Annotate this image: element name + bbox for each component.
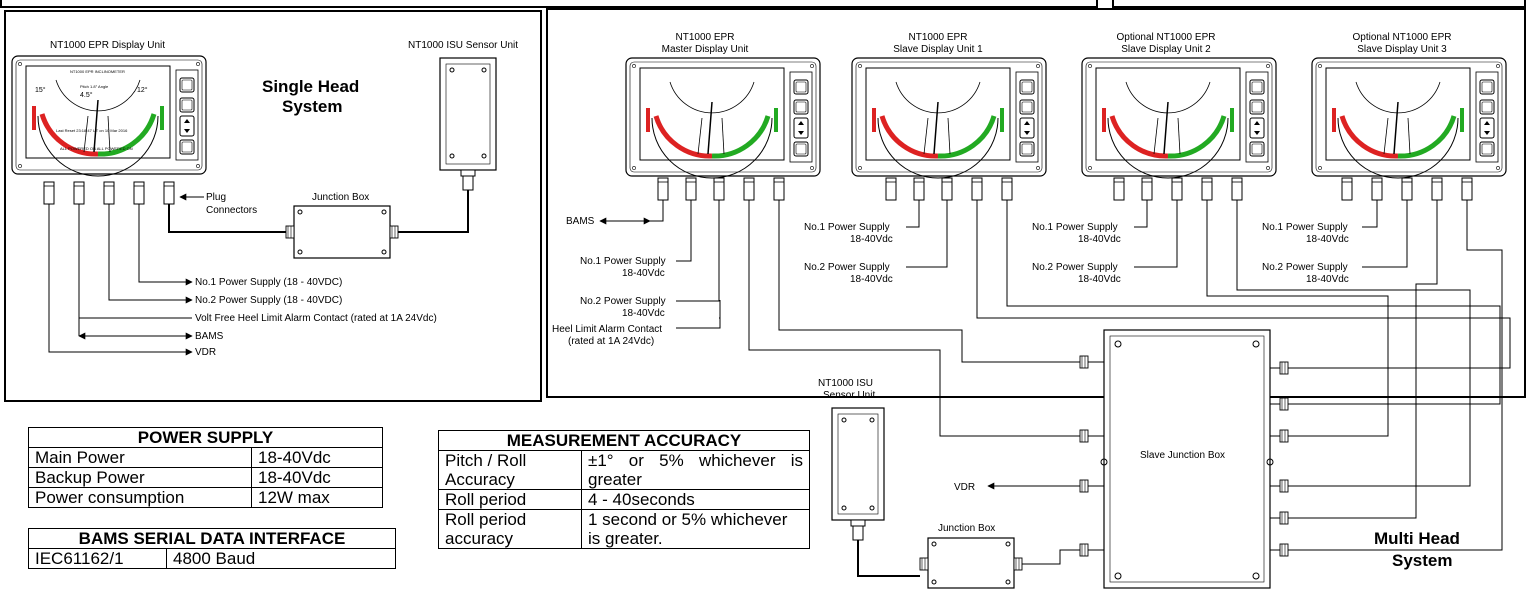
single-display-title: NT1000 EPR Display Unit	[50, 40, 165, 51]
multi-display-slave-2	[1082, 58, 1276, 178]
table-cell: Backup Power	[28, 467, 252, 488]
multi-s3-p1-volt: 18-40Vdc	[1306, 234, 1349, 245]
table-cell: IEC61162/1	[28, 548, 167, 569]
table-cell: 18-40Vdc	[251, 467, 383, 488]
multi-unit-1-title: NT1000 EPR	[676, 32, 735, 43]
multi-heel-label: Heel Limit Alarm Contact	[552, 324, 662, 335]
multi-unit-3-subtitle: Slave Display Unit 2	[1121, 44, 1211, 55]
multi-s2-p2: No.2 Power Supply	[1032, 262, 1118, 273]
multi-master-p1: No.1 Power Supply	[580, 256, 666, 267]
face-footer: ALL POWERED ON ALL POWERED ON	[60, 146, 133, 151]
multi-master-p1-volt: 18-40Vdc	[622, 268, 665, 279]
multi-display-slave-3	[1312, 58, 1506, 178]
plug-connectors-label: Plug	[206, 192, 226, 203]
table-cell: 12W max	[251, 487, 383, 508]
power-supply-title: POWER SUPPLY	[28, 427, 383, 448]
table-row: Pitch / Roll Accuracy±1° or 5% whichever…	[438, 450, 810, 490]
multi-s2-p2-volt: 18-40Vdc	[1078, 274, 1121, 285]
multi-system-label: Multi Head	[1374, 529, 1460, 548]
multi-unit-1-subtitle: Master Display Unit	[662, 44, 749, 55]
single-conn-power2: No.2 Power Supply (18 - 40VDC)	[195, 295, 342, 306]
single-sensor-title: NT1000 ISU Sensor Unit	[408, 40, 518, 51]
multi-s3-p1: No.1 Power Supply	[1262, 222, 1348, 233]
slave-junction-label: Slave Junction Box	[1140, 450, 1225, 461]
multi-s1-p2-volt: 18-40Vdc	[850, 274, 893, 285]
multi-junction-box	[927, 537, 1015, 589]
plug-connectors-label-2: Connectors	[206, 205, 257, 216]
single-sensor-unit	[439, 57, 497, 171]
multi-unit-3-title: Optional NT1000 EPR	[1117, 32, 1216, 43]
table-cell: 1 second or 5% whichever is greater.	[581, 509, 810, 549]
table-cell: Roll period accuracy	[438, 509, 582, 549]
single-system-label: Single Head	[262, 77, 359, 96]
multi-vdr-label: VDR	[954, 482, 975, 493]
multi-bams-label: BAMS	[566, 216, 595, 227]
multi-master-p2: No.2 Power Supply	[580, 296, 666, 307]
single-conn-vdr: VDR	[195, 347, 216, 358]
multi-isu-subtitle: Sensor Unit	[823, 390, 875, 401]
multi-heel-label-2: (rated at 1A 24Vdc)	[568, 336, 654, 347]
single-conn-alarm: Volt Free Heel Limit Alarm Contact (rate…	[195, 313, 437, 324]
slave-junction-box	[1103, 329, 1271, 589]
table-cell: Roll period	[438, 489, 582, 510]
single-conn-bams: BAMS	[195, 331, 224, 342]
single-display-face: NT1000 EPR INCLINOMETER Pitch 1.8° Angle…	[35, 69, 148, 151]
multi-unit-4-title: Optional NT1000 EPR	[1353, 32, 1452, 43]
single-junction-label: Junction Box	[312, 192, 369, 203]
multi-isu-title: NT1000 ISU	[818, 378, 873, 389]
single-display-unit	[12, 56, 206, 176]
multi-s3-p2: No.2 Power Supply	[1262, 262, 1348, 273]
face-last-reset: Last Reset 23:18:47 UT on 10 Mar 2016	[56, 128, 128, 133]
top-frame-left	[0, 0, 1098, 8]
multi-unit-4-subtitle: Slave Display Unit 3	[1357, 44, 1447, 55]
table-cell: ±1° or 5% whichever is greater	[581, 450, 810, 490]
face-brand: NT1000 EPR INCLINOMETER	[70, 69, 125, 74]
multi-display-slave-1	[852, 58, 1046, 178]
multi-master-p2-volt: 18-40Vdc	[622, 308, 665, 319]
multi-s3-p2-volt: 18-40Vdc	[1306, 274, 1349, 285]
measurement-accuracy-table: MEASUREMENT ACCURACY Pitch / Roll Accura…	[438, 430, 810, 549]
multi-s1-p1: No.1 Power Supply	[804, 222, 890, 233]
face-pitch: Pitch 1.8° Angle	[80, 84, 109, 89]
face-port: 15°	[35, 86, 46, 94]
measurement-title: MEASUREMENT ACCURACY	[438, 430, 810, 451]
multi-unit-2-subtitle: Slave Display Unit 1	[893, 44, 983, 55]
table-cell: 4800 Baud	[166, 548, 396, 569]
multi-junction-label: Junction Box	[938, 523, 995, 534]
multi-s1-p1-volt: 18-40Vdc	[850, 234, 893, 245]
table-cell: 18-40Vdc	[251, 447, 383, 468]
multi-s1-p2: No.2 Power Supply	[804, 262, 890, 273]
multi-system-label-2: System	[1392, 551, 1452, 570]
single-junction-box	[293, 205, 391, 259]
table-cell: Power consumption	[28, 487, 252, 508]
face-heel: 4.5°	[80, 91, 93, 99]
face-stbd: 12°	[137, 86, 148, 94]
table-cell: 4 - 40seconds	[581, 489, 810, 510]
table-cell: Pitch / Roll Accuracy	[438, 450, 582, 490]
multi-display-master	[626, 58, 820, 178]
top-frame-right	[1112, 0, 1526, 8]
bams-table-title: BAMS SERIAL DATA INTERFACE	[28, 528, 396, 549]
single-system-label-2: System	[282, 97, 342, 116]
single-conn-power1: No.1 Power Supply (18 - 40VDC)	[195, 277, 342, 288]
table-cell: Main Power	[28, 447, 252, 468]
multi-s2-p1: No.1 Power Supply	[1032, 222, 1118, 233]
multi-isu-sensor-unit	[831, 407, 885, 521]
multi-s2-p1-volt: 18-40Vdc	[1078, 234, 1121, 245]
multi-unit-2-title: NT1000 EPR	[909, 32, 968, 43]
